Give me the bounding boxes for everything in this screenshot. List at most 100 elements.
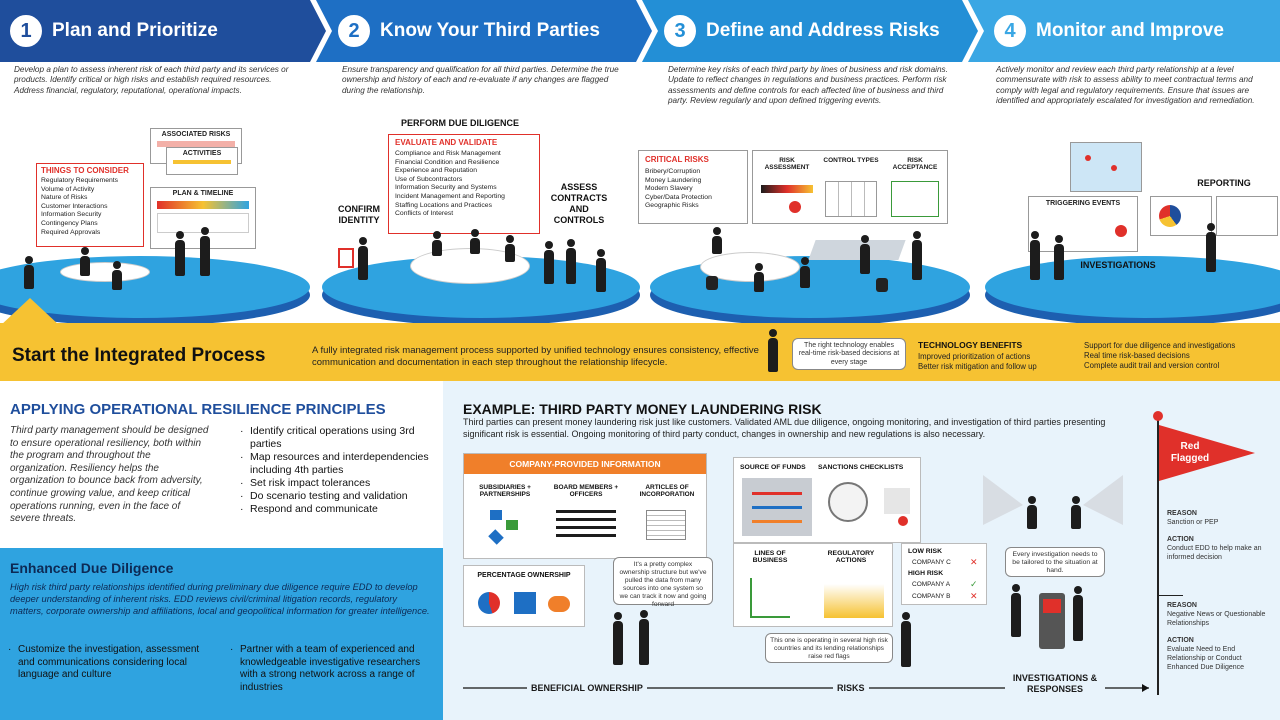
company-c-label: COMPANY C [912, 559, 951, 566]
lob-tree [750, 578, 790, 618]
platform-3 [650, 256, 970, 318]
articles-label: ARTICLES OF INCORPORATION [639, 484, 695, 498]
company-a-label: COMPANY A [912, 581, 951, 588]
critical-item: Money Laundering [645, 176, 702, 184]
confirm-identity-label: CONFIRM IDENTITY [338, 204, 380, 225]
activities-label: ACTIVITIES [182, 150, 222, 157]
kiosk-screen [1043, 599, 1061, 613]
ownership-circles-icon [548, 596, 570, 612]
example-title: EXAMPLE: THIRD PARTY MONEY LAUNDERING RI… [463, 401, 822, 417]
things-to-consider-card: THINGS TO CONSIDER Regulatory Requiremen… [36, 163, 144, 247]
check-icon: ✓ [970, 579, 978, 589]
person-icon [566, 239, 576, 284]
risk-gradient-bar [761, 185, 813, 193]
evaluate-item: Experience and Reputation [395, 167, 477, 175]
things-item: Regulatory Requirements [41, 177, 119, 184]
pie-icon [1159, 205, 1181, 227]
step-4-description: Actively monitor and review each third p… [996, 65, 1255, 106]
triggering-events-label: TRIGGERING EVENTS [1045, 200, 1121, 207]
critical-list: Bribery/Corruption Money Laundering Mode… [639, 168, 747, 211]
platform-1 [0, 256, 310, 318]
person-icon [800, 257, 810, 288]
meeting-table-1 [60, 262, 150, 282]
person-icon [24, 256, 34, 289]
person-icon [1206, 223, 1216, 272]
things-list: Regulatory Requirements Volume of Activi… [37, 177, 143, 237]
critical-item: Geographic Risks [645, 202, 699, 210]
percentage-ownership-label: PERCENTAGE OWNERSHIP [477, 572, 571, 579]
flow-investigations-label: INVESTIGATIONS & RESPONSES [1005, 673, 1105, 695]
example-intro: Third parties can present money launderi… [463, 417, 1106, 439]
edd-left-bullets: Customize the investigation, assessment … [8, 644, 216, 682]
spotlight-graphic [983, 475, 1123, 525]
reporting-label: REPORTING [1197, 178, 1251, 188]
ownership-bubble: It's a pretty complex ownership structur… [613, 557, 713, 608]
evaluate-item: Staffing Locations and Practices [395, 201, 492, 209]
tech-benefits-right: Support for due diligence and investigat… [1084, 341, 1280, 372]
person-icon [1027, 496, 1037, 529]
tech-benefit-item: Complete audit trail and version control [1084, 361, 1220, 371]
action-2: Evaluate Need to End Relationship or Con… [1167, 646, 1245, 671]
band-text: A fully integrated risk management proce… [312, 345, 759, 368]
person-icon [768, 329, 778, 372]
tech-benefit-item: Real time risk-based decisions [1084, 351, 1190, 361]
edd-bullet: Customize the investigation, assessment … [8, 644, 216, 682]
reason-label: REASON [1167, 602, 1197, 609]
resilience-intro: Third party management should be designe… [10, 425, 209, 525]
band-pointer [0, 298, 60, 326]
step-1-number: 1 [10, 15, 42, 47]
step-3-description: Determine key risks of each third party … [668, 65, 948, 106]
map-marker-icon [1111, 165, 1117, 171]
things-item: Required Approvals [41, 228, 101, 236]
person-icon [80, 247, 90, 276]
flag-details-1: REASON Sanction or PEP ACTION Conduct ED… [1167, 509, 1275, 562]
technology-bubble: The right technology enables real-time r… [792, 338, 906, 370]
chair-icon [876, 278, 888, 292]
chair-icon [706, 276, 718, 290]
tech-benefits-left: Improved prioritization of actions Bette… [918, 352, 1078, 372]
percentage-ownership-card: PERCENTAGE OWNERSHIP [463, 565, 585, 627]
step-4-header: 4 Monitor and Improve [994, 0, 1224, 62]
warning-icon [514, 592, 536, 614]
person-icon [1054, 235, 1064, 280]
high-risk-bubble: This one is operating in several high ri… [765, 633, 893, 663]
integrated-process-band [0, 323, 1280, 381]
flow-line [752, 492, 802, 495]
person-icon [613, 612, 623, 665]
risk-x-icon [789, 201, 801, 213]
low-risk-label: LOW RISK [908, 548, 942, 555]
source-sanctions-card: SOURCE OF FUNDS SANCTIONS CHECKLISTS [733, 457, 921, 543]
org-chart-icon [488, 529, 504, 545]
person-icon [912, 231, 922, 280]
reason-2: Negative News or Questionable Relationsh… [1167, 611, 1266, 627]
flow-line [752, 506, 802, 509]
critical-item: Modern Slavery [645, 185, 693, 193]
resilience-bullet: Map resources and interdependencies incl… [240, 451, 430, 477]
world-map [1070, 142, 1142, 192]
resilience-bullet: Identify critical operations using 3rd p… [240, 425, 430, 451]
company-info-card: COMPANY-PROVIDED INFORMATION SUBSIDIARIE… [463, 453, 707, 559]
step-2-description: Ensure transparency and qualification fo… [342, 65, 619, 95]
risk-acceptance-label: RISK ACCEPTANCE [892, 157, 938, 171]
assess-contracts-label: ASSESS CONTRACTS AND CONTROLS [550, 182, 608, 225]
flow-lines-graphic [742, 478, 812, 536]
evaluate-item: Incident Management and Reporting [395, 192, 505, 200]
sanctions-label: SANCTIONS CHECKLISTS [818, 464, 904, 471]
evaluate-item: Information Security and Systems [395, 184, 497, 192]
company-b-label: COMPANY B [912, 593, 951, 600]
subsidiaries-label: SUBSIDIARIES + PARTNERSHIPS [479, 484, 531, 498]
timeline-bar [157, 201, 249, 209]
report-monitor [1150, 196, 1212, 236]
flow-line [752, 520, 802, 523]
person-icon [1071, 496, 1081, 529]
investigations-label: INVESTIGATIONS [1080, 260, 1156, 270]
edd-bullet: Partner with a team of experienced and k… [230, 644, 430, 694]
step-1-title: Plan and Prioritize [52, 20, 218, 41]
associated-risks-label: ASSOCIATED RISKS [161, 131, 231, 138]
alert-icon [1115, 225, 1127, 237]
flag-connector [1159, 595, 1183, 596]
regulatory-chart [824, 584, 884, 618]
person-icon [505, 235, 515, 262]
board-members-icon [556, 510, 616, 540]
person-icon [901, 612, 911, 667]
